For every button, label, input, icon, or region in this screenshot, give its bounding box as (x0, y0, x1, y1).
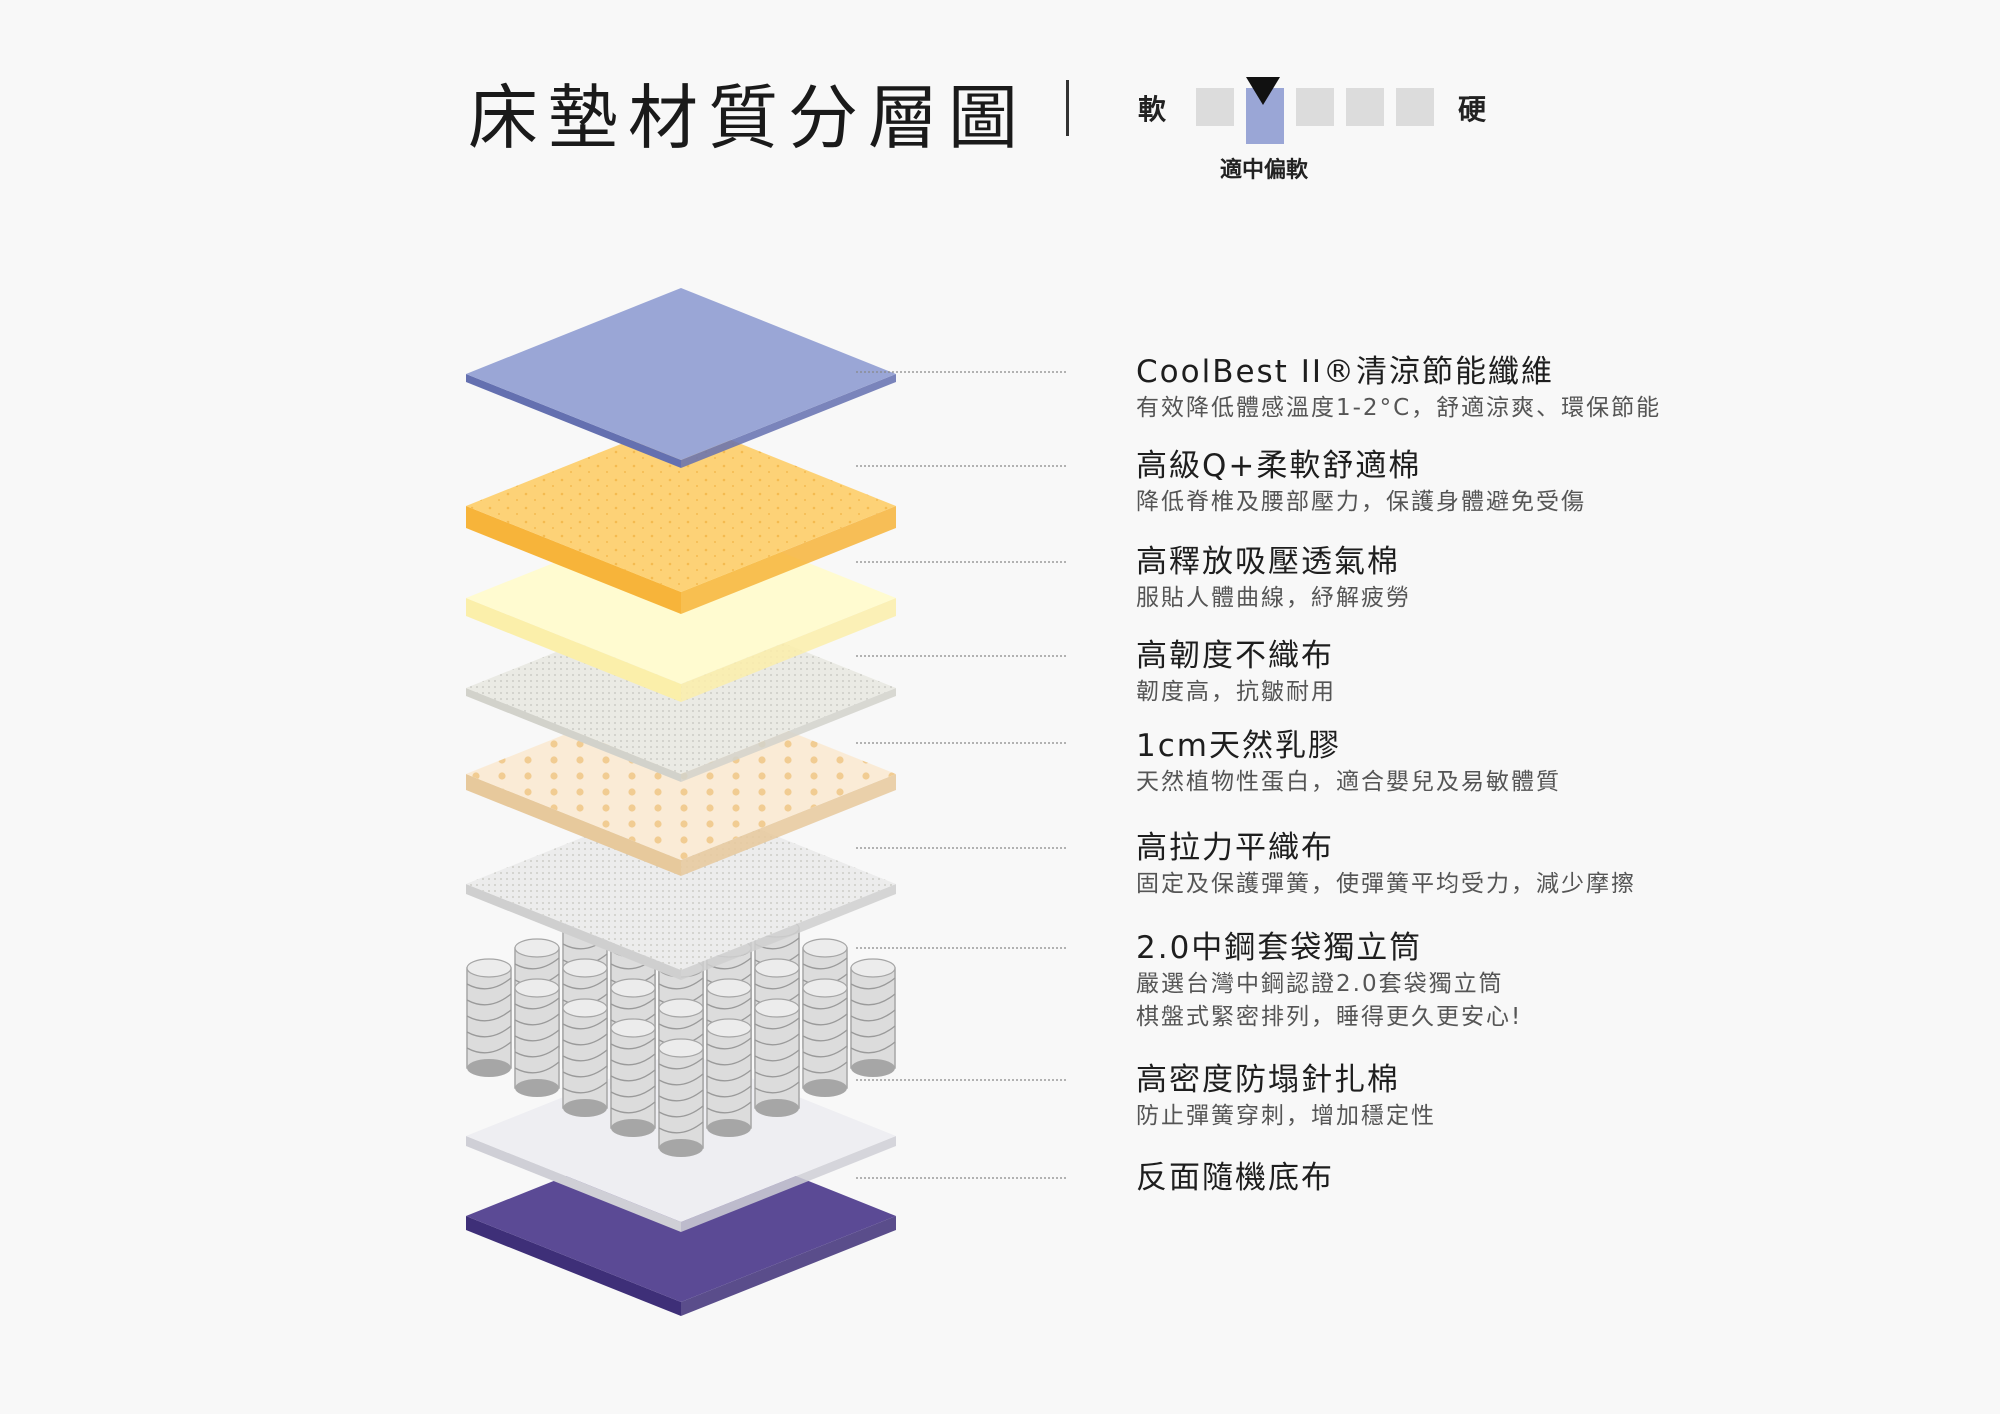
firmness-level-1 (1196, 88, 1234, 126)
layer-slab-2 (466, 420, 896, 614)
layer-label-2: 高級Q+柔軟舒適棉降低脊椎及腰部壓力，保護身體避免受傷 (1136, 446, 1586, 519)
layer-description: 服貼人體曲線，紓解疲勞 (1136, 585, 1411, 611)
layer-name: 高級Q+柔軟舒適棉 (1136, 448, 1422, 484)
firmness-soft-label: 軟 (1138, 93, 1167, 126)
layer-label-7: 2.0中鋼套袋獨立筒嚴選台灣中鋼認證2.0套袋獨立筒棋盤式緊密排列，睡得更久更安… (1136, 928, 1522, 1034)
layer-name: 2.0中鋼套袋獨立筒 (1136, 930, 1423, 966)
firmness-level-4 (1346, 88, 1384, 126)
layer-name: 高釋放吸壓透氣棉 (1136, 544, 1400, 580)
layer-description: 韌度高，抗皺耐用 (1136, 679, 1336, 705)
layer-description: 固定及保護彈簧，使彈簧平均受力，減少摩擦 (1136, 871, 1636, 897)
firmness-hard-label: 硬 (1458, 93, 1487, 126)
layer-label-8: 高密度防塌針扎棉防止彈簧穿刺，增加穩定性 (1136, 1060, 1436, 1133)
layer-label-3: 高釋放吸壓透氣棉服貼人體曲線，紓解疲勞 (1136, 542, 1411, 615)
spring-cylinder (850, 958, 896, 1077)
spring-cylinder (802, 978, 848, 1097)
layer-description: 有效降低體感溫度1-2°C，舒適涼爽、環保節能 (1136, 395, 1662, 421)
layer-label-4: 高韌度不織布韌度高，抗皺耐用 (1136, 636, 1336, 709)
firmness-marker-icon (1246, 77, 1280, 105)
layer-slab-1 (466, 288, 896, 468)
layer-name: 高密度防塌針扎棉 (1136, 1062, 1400, 1098)
spring-cylinder (514, 978, 560, 1097)
firmness-level-text: 適中偏軟 (1220, 158, 1309, 183)
spring-cylinder (610, 1018, 656, 1137)
layer-description: 嚴選台灣中鋼認證2.0套袋獨立筒 (1136, 971, 1504, 997)
layer-name: 反面隨機底布 (1136, 1160, 1334, 1196)
title-divider (1066, 80, 1069, 136)
page-title: 床墊材質分層圖 (468, 77, 1028, 159)
layer-name: 1cm天然乳膠 (1136, 728, 1341, 764)
spring-cylinder (658, 1038, 704, 1157)
layer-name: CoolBest II®清涼節能纖維 (1136, 354, 1554, 390)
layer-name: 高拉力平織布 (1136, 830, 1334, 866)
layer-description: 降低脊椎及腰部壓力，保護身體避免受傷 (1136, 489, 1586, 515)
firmness-level-3 (1296, 88, 1334, 126)
layer-label-9: 反面隨機底布 (1136, 1158, 1334, 1198)
spring-cylinder (562, 998, 608, 1117)
layer-label-6: 高拉力平織布固定及保護彈簧，使彈簧平均受力，減少摩擦 (1136, 828, 1636, 901)
layer-label-1: CoolBest II®清涼節能纖維有效降低體感溫度1-2°C，舒適涼爽、環保節… (1136, 352, 1661, 425)
layer-description: 棋盤式緊密排列，睡得更久更安心! (1136, 1004, 1523, 1030)
firmness-level-5 (1396, 88, 1434, 126)
layer-description: 防止彈簧穿刺，增加穩定性 (1136, 1103, 1436, 1129)
layer-description: 天然植物性蛋白，適合嬰兒及易敏體質 (1136, 769, 1561, 795)
layer-label-5: 1cm天然乳膠天然植物性蛋白，適合嬰兒及易敏體質 (1136, 726, 1561, 799)
layer-name: 高韌度不織布 (1136, 638, 1334, 674)
spring-cylinder (706, 1018, 752, 1137)
spring-cylinder (754, 998, 800, 1117)
spring-cylinder (466, 958, 512, 1077)
layer-slab-6 (466, 798, 896, 980)
